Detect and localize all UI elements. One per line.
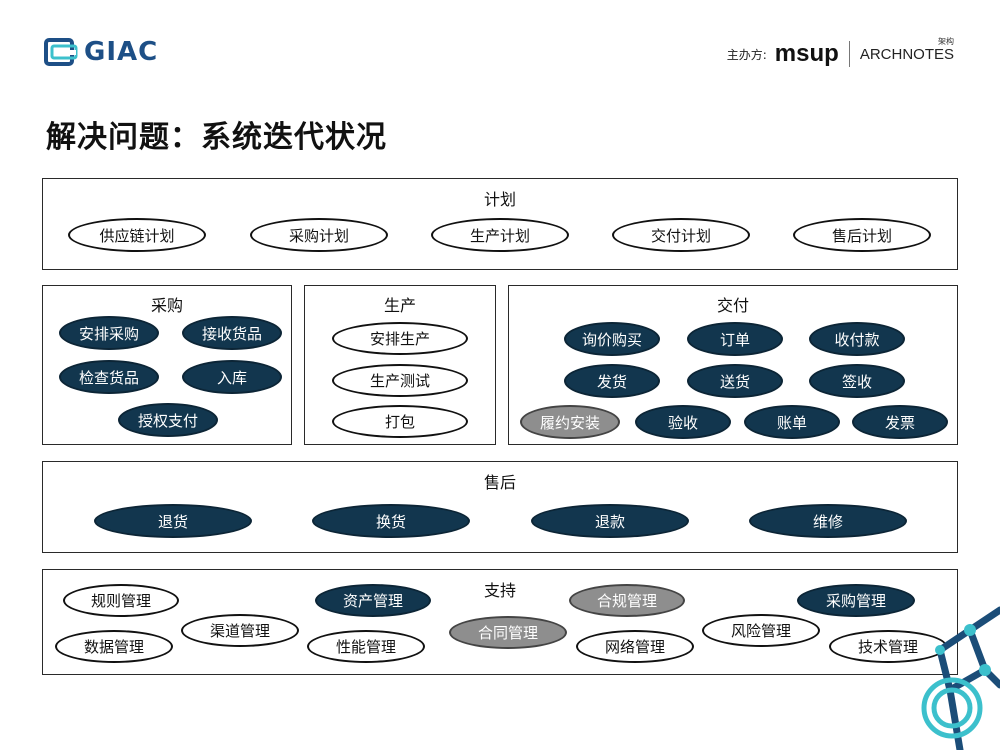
plan-section-title: 计划 xyxy=(483,190,516,209)
support-section-title: 支持 xyxy=(483,581,516,600)
plan-item: 售后计划 xyxy=(793,218,931,252)
production-section-title: 生产 xyxy=(383,296,416,315)
delivery-section-title: 交付 xyxy=(716,296,749,315)
production-item: 安排生产 xyxy=(332,322,468,355)
support-section: 支持 规则管理 资产管理 合规管理 采购管理 渠道管理 合同管理 风险管理 数据… xyxy=(42,569,958,675)
production-section: 生产 安排生产 生产测试 打包 xyxy=(304,285,496,445)
delivery-section: 交付 询价购买 订单 收付款 发货 送货 签收 履约安装 验收 账单 发票 xyxy=(508,285,958,445)
support-item: 采购管理 xyxy=(797,584,915,617)
support-item: 资产管理 xyxy=(315,584,431,617)
purchase-item: 接收货品 xyxy=(182,316,282,350)
sponsor-divider xyxy=(848,41,850,67)
archnotes-logo: 架构 ARCHNOTES xyxy=(859,37,954,63)
delivery-item: 送货 xyxy=(687,364,783,398)
aftersales-item: 退货 xyxy=(94,504,252,538)
archnotes-cn-label: 架构 xyxy=(938,36,954,46)
purchase-section-title: 采购 xyxy=(150,296,183,315)
sponsor-label: 主办方: xyxy=(726,47,767,62)
giac-logo: GIAC xyxy=(44,36,158,68)
plan-item: 交付计划 xyxy=(612,218,750,252)
support-item: 性能管理 xyxy=(307,630,425,663)
aftersales-item: 退款 xyxy=(531,504,689,538)
aftersales-item: 换货 xyxy=(312,504,470,538)
giac-logo-icon xyxy=(44,38,78,66)
support-item: 合规管理 xyxy=(569,584,685,617)
purchase-item: 入库 xyxy=(182,360,282,394)
purchase-section: 采购 安排采购 接收货品 检查货品 入库 授权支付 xyxy=(42,285,292,445)
logo-text: GIAC xyxy=(84,37,159,67)
support-item: 合同管理 xyxy=(449,616,567,649)
delivery-item: 验收 xyxy=(635,405,731,439)
delivery-item: 发货 xyxy=(564,364,660,398)
plan-item: 生产计划 xyxy=(431,218,569,252)
purchase-item: 安排采购 xyxy=(59,316,159,350)
support-item: 数据管理 xyxy=(55,630,173,663)
support-item: 网络管理 xyxy=(576,630,694,663)
delivery-item: 履约安装 xyxy=(520,405,620,439)
production-item: 生产测试 xyxy=(332,364,468,397)
delivery-item: 发票 xyxy=(852,405,948,439)
archnotes-text: ARCHNOTES xyxy=(859,45,954,63)
plan-item: 供应链计划 xyxy=(68,218,206,252)
delivery-item: 询价购买 xyxy=(564,322,660,356)
production-item: 打包 xyxy=(332,405,468,438)
delivery-item: 签收 xyxy=(809,364,905,398)
plan-item: 采购计划 xyxy=(250,218,388,252)
msup-logo: msup xyxy=(774,40,839,67)
delivery-item: 账单 xyxy=(744,405,840,439)
support-item: 风险管理 xyxy=(702,614,820,647)
aftersales-section-title: 售后 xyxy=(483,473,516,492)
support-item: 渠道管理 xyxy=(181,614,299,647)
support-item: 规则管理 xyxy=(63,584,179,617)
purchase-item: 授权支付 xyxy=(118,403,218,437)
network-decoration xyxy=(921,606,1000,750)
plan-section: 计划 供应链计划 采购计划 生产计划 交付计划 售后计划 xyxy=(42,178,958,270)
purchase-item: 检查货品 xyxy=(59,360,159,394)
delivery-item: 收付款 xyxy=(809,322,905,356)
sponsor-area: 主办方: msup 架构 ARCHNOTES xyxy=(726,37,954,68)
aftersales-section: 售后 退货 换货 退款 维修 xyxy=(42,461,958,553)
aftersales-item: 维修 xyxy=(749,504,907,538)
delivery-item: 订单 xyxy=(687,322,783,356)
page-title: 解决问题：系统迭代状况 xyxy=(46,120,387,155)
